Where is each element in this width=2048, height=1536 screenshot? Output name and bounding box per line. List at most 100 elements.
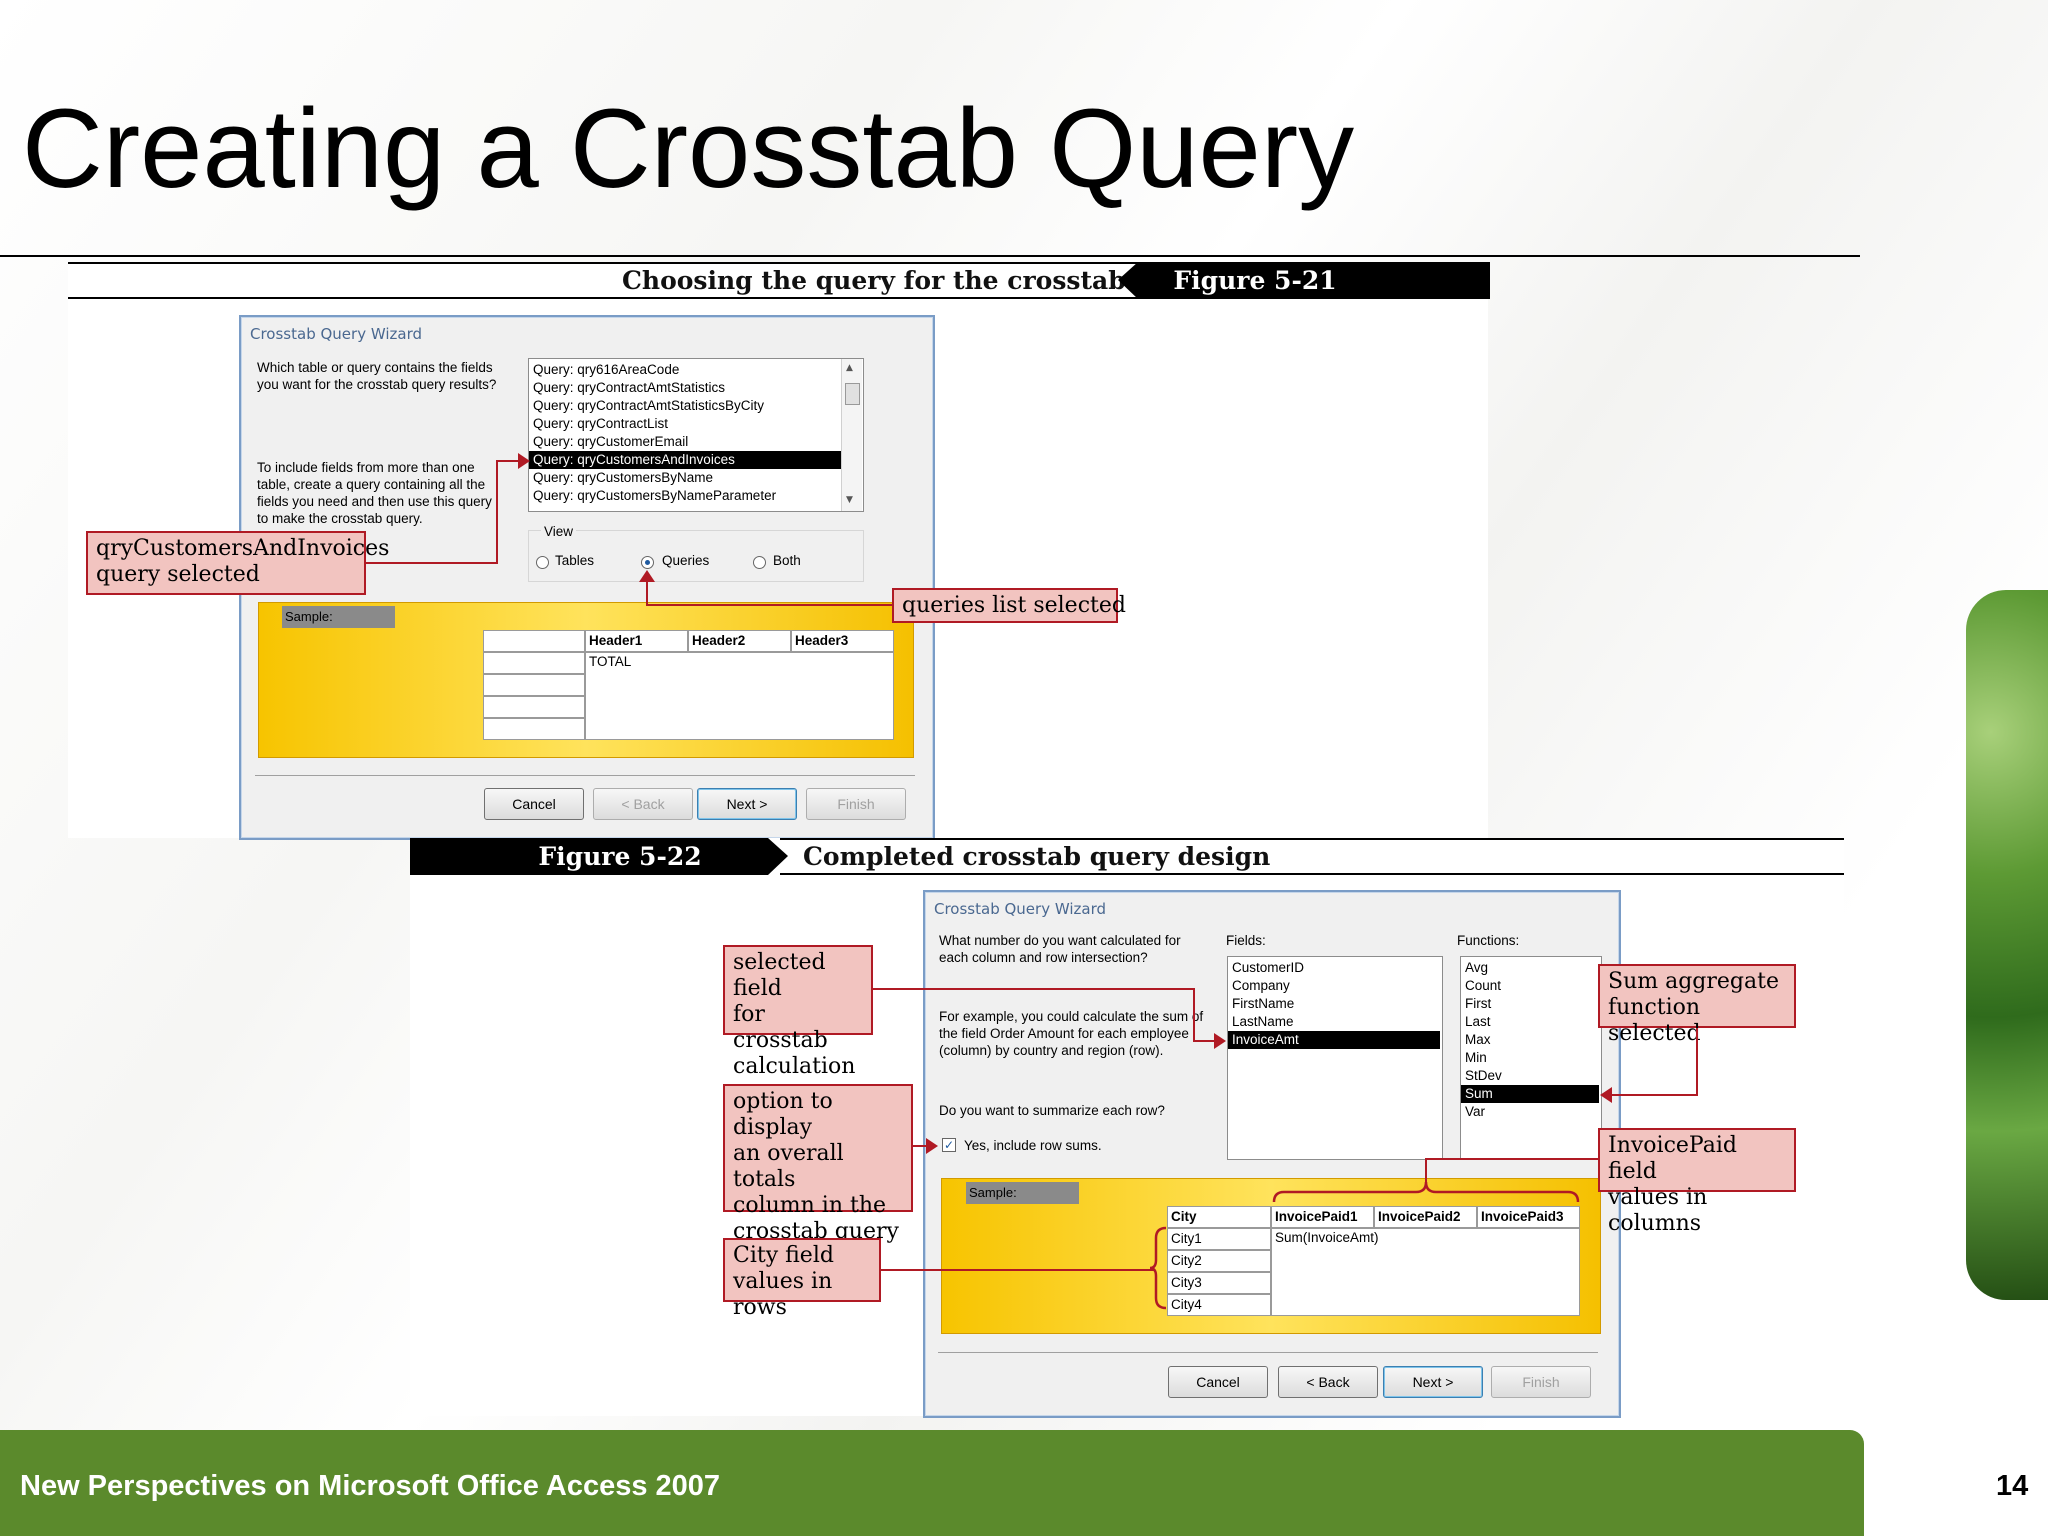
scroll-thumb[interactable] [845,383,860,405]
view-tables-label[interactable]: Tables [555,553,595,568]
next-button-2[interactable]: Next > [1383,1366,1483,1398]
grid2-col-header-2: InvoicePaid3 [1477,1206,1580,1228]
query-list-item-3[interactable]: Query: qryContractList [533,416,669,431]
view-tables-radio[interactable] [536,556,549,569]
function-list-item-3[interactable]: Last [1465,1014,1491,1029]
callout-selected-field: selected field for crosstab calculation [723,945,873,1079]
grid2-col-header-0: InvoicePaid1 [1271,1206,1374,1228]
figure-1-tag: Figure 5-21 [1173,266,1337,295]
query-list-item-5[interactable]: Query: qryCustomersAndInvoices [529,451,841,469]
callout-line-sum-h [1612,1094,1698,1096]
dialog-1-prompt: Which table or query contains the fields… [257,360,497,392]
query-list-item-4[interactable]: Query: qryCustomerEmail [533,434,689,449]
arrow-right-icon [926,1138,938,1154]
function-list-item-7[interactable]: Sum [1461,1085,1599,1103]
callout-line-queries-h [646,604,892,606]
leaf-decoration [1966,590,2048,1300]
function-list-item-5[interactable]: Min [1465,1050,1487,1065]
figure-1-bottom-rule [68,297,1488,299]
query-list-item-1[interactable]: Query: qryContractAmtStatistics [533,380,726,395]
figure-2-top-rule [780,838,1844,840]
view-group [528,530,864,582]
grid2-values: Sum(InvoiceAmt) [1271,1228,1580,1316]
callout-line-field-v [1193,988,1195,1042]
scroll-down-icon[interactable]: ▼ [846,495,853,505]
callout-sum-aggregate: Sum aggregate function selected [1598,964,1796,1046]
callout-option-display: option to display an overall totals colu… [723,1084,913,1244]
callout-line-invoice-h [1427,1158,1598,1160]
callout-line-sum-v [1696,1028,1698,1096]
function-list-item-0[interactable]: Avg [1465,960,1489,975]
arrow-right-icon [518,453,530,469]
grid2-row-1: City2 [1167,1250,1271,1272]
title-divider [0,255,1860,257]
grid1-values: TOTAL [585,652,894,740]
function-list-item-6[interactable]: StDev [1465,1068,1502,1083]
grid1-header-1: Header2 [688,630,791,652]
sample-label-2: Sample: [966,1182,1079,1204]
view-queries-radio[interactable] [641,556,654,569]
next-button-1[interactable]: Next > [697,788,797,820]
row-sums-checkbox[interactable]: ✓ [942,1138,956,1152]
figure-2-tag: Figure 5-22 [538,842,702,871]
figure-2-caption: Completed crosstab query design [803,842,1271,871]
page-number: 14 [1996,1470,2029,1502]
field-list-item-2[interactable]: FirstName [1232,996,1295,1011]
finish-button-2[interactable]: Finish [1491,1366,1591,1398]
grid1-row-header-3 [483,718,585,740]
field-list-item-1[interactable]: Company [1232,978,1290,993]
grid2-row-0: City1 [1167,1228,1271,1250]
dialog-2-prompt: What number do you want calculated for e… [939,933,1181,965]
scroll-up-icon[interactable]: ▲ [846,363,853,373]
callout-city-field: City field values in rows [723,1238,881,1320]
callout-line-field-h2 [1193,1040,1217,1042]
cancel-button-1[interactable]: Cancel [484,788,584,820]
callout-line-field-h [873,988,1195,990]
view-queries-label[interactable]: Queries [662,553,710,568]
query-list-item-2[interactable]: Query: qryContractAmtStatisticsByCity [533,398,765,413]
dialog-1-title: Crosstab Query Wizard [250,325,422,343]
view-both-label[interactable]: Both [773,553,801,568]
query-list-item-0[interactable]: Query: qry616AreaCode [533,362,680,377]
row-sums-label[interactable]: Yes, include row sums. [964,1138,1102,1153]
function-list-item-1[interactable]: Count [1465,978,1502,993]
view-both-radio[interactable] [753,556,766,569]
query-list-scrollbar[interactable]: ▲ ▼ [841,359,862,511]
back-button-1[interactable]: < Back [593,788,693,820]
field-list-item-0[interactable]: CustomerID [1232,960,1305,975]
dialog-1-hint: To include fields from more than one tab… [257,460,492,526]
function-list-item-2[interactable]: First [1465,996,1492,1011]
field-list-item-4[interactable]: InvoiceAmt [1228,1031,1440,1049]
finish-button-1[interactable]: Finish [806,788,906,820]
query-list-item-7[interactable]: Query: qryCustomersByNameParameter [533,488,777,503]
fields-label: Fields: [1226,933,1266,948]
grid1-header-0: Header1 [585,630,688,652]
arrow-right-icon [1214,1033,1226,1049]
function-list-item-8[interactable]: Var [1465,1104,1486,1119]
back-button-2[interactable]: < Back [1278,1366,1378,1398]
callout-line-query-h2 [496,460,524,462]
dialog-2-title: Crosstab Query Wizard [934,900,1106,918]
grid2-row-2: City3 [1167,1272,1271,1294]
slide-title: Creating a Crosstab Query [22,86,1355,211]
figure-1-tag-shape [1118,262,1490,299]
grid1-row-header-0 [483,652,585,674]
callout-queries-list: queries list selected [892,588,1126,623]
footer-text: New Perspectives on Microsoft Office Acc… [20,1470,721,1502]
cancel-button-2[interactable]: Cancel [1168,1366,1268,1398]
query-list-item-6[interactable]: Query: qryCustomersByName [533,470,714,485]
callout-query-selected: qryCustomersAndInvoices query selected [86,531,389,595]
dialog-2-summarize-question: Do you want to summarize each row? [939,1103,1165,1118]
city-bracket-icon [1149,1226,1167,1310]
figure-1-caption: Choosing the query for the crosstab quer… [622,266,1214,295]
callout-line-option [913,1145,929,1147]
figure-2-bottom-rule [780,873,1844,875]
field-list-item-3[interactable]: LastName [1232,1014,1294,1029]
figure-1-top-rule [68,262,1488,264]
function-list-item-4[interactable]: Max [1465,1032,1491,1047]
